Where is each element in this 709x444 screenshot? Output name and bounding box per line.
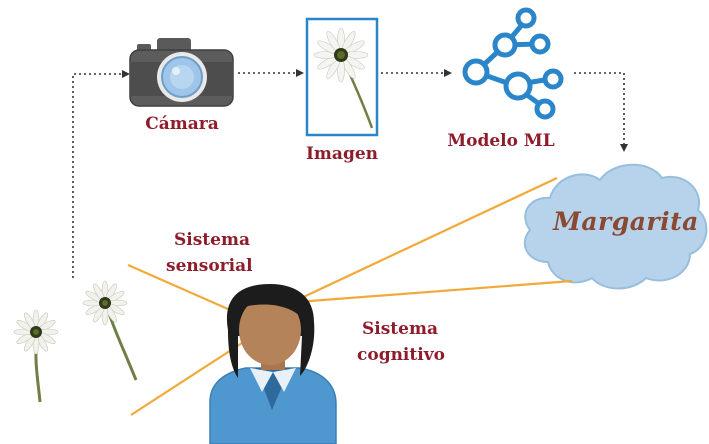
arrow-flowers-to-camera [72, 70, 130, 278]
line-flowers-bottom [130, 329, 263, 416]
camera-label: Cámara [145, 114, 219, 134]
cognitive-system-label-line2: cognitivo [357, 345, 445, 365]
daisy-photo [305, 17, 379, 137]
prediction-label: Margarita [553, 207, 699, 236]
person-figure [209, 284, 337, 444]
arrow-model-to-cloud [574, 72, 628, 152]
thought-cloud [523, 163, 708, 290]
sensory-system-label-line2: sensorial [166, 256, 253, 276]
line-head-to-cloud-top [296, 177, 558, 301]
cognitive-system-label-line1: Sistema [362, 319, 438, 339]
image-label: Imagen [305, 144, 379, 164]
flow-arrows [72, 69, 628, 278]
sight-lines [127, 177, 573, 416]
sensory-system-label-line1: Sistema [174, 230, 250, 250]
camera-icon [129, 38, 234, 107]
model-label: Modelo ML [447, 131, 555, 151]
neural-network-icon [462, 7, 564, 120]
daisy-flowers [13, 280, 138, 403]
line-head-to-cloud-bottom [296, 279, 573, 304]
